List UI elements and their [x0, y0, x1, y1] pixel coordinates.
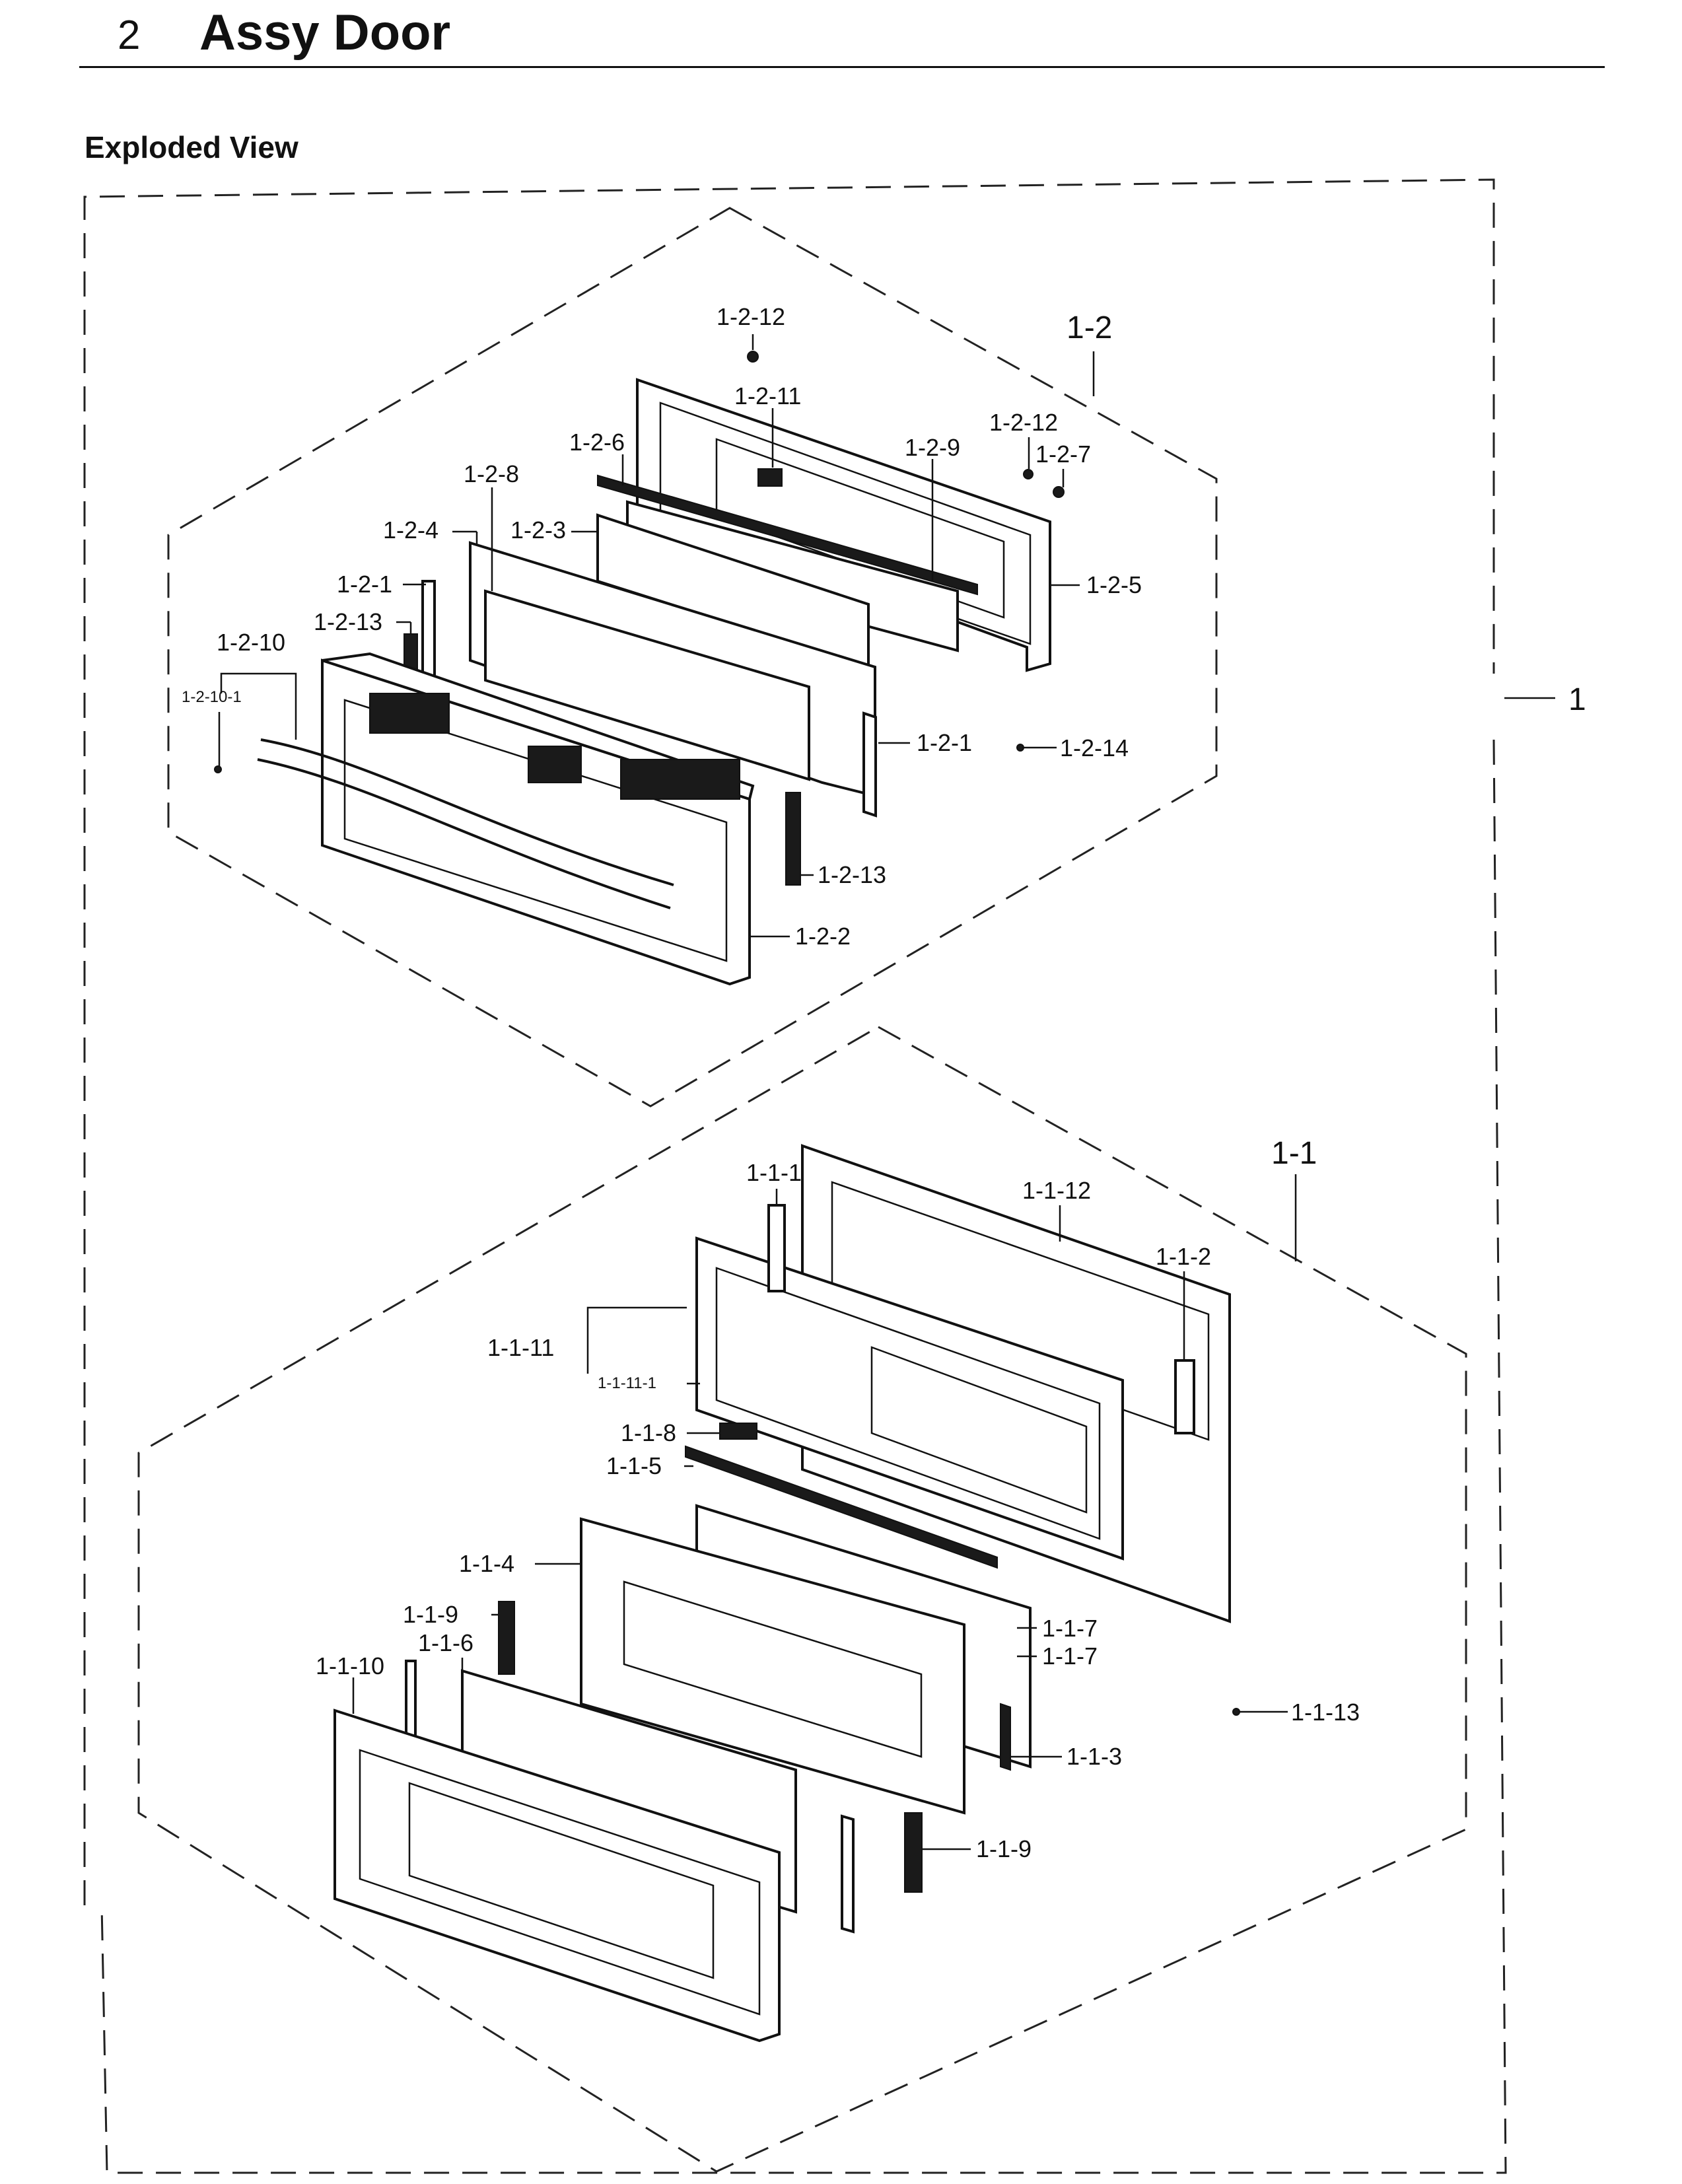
assembly-label-1-1: 1-1 [1271, 1136, 1317, 1171]
seal-strip-1-1-5 [685, 1445, 998, 1569]
callout-1-2-2: 1-2-2 [795, 923, 851, 950]
screw-1-2-12-top [747, 351, 759, 363]
inner-panel-1-1-4 [580, 1517, 965, 1815]
callout-1-2-10: 1-2-10 [217, 629, 285, 656]
callout-1-2-9: 1-2-9 [905, 434, 960, 461]
callout-1-2-13-left: 1-2-13 [314, 608, 382, 635]
callout-1-1-10: 1-1-10 [316, 1652, 384, 1679]
front-door-1-1-10 [333, 1708, 781, 2043]
hinge-1-1-9-left [498, 1601, 515, 1675]
bracket-1-1-3 [1000, 1703, 1011, 1771]
callout-1-1-11-1: 1-1-11-1 [598, 1374, 656, 1392]
callout-1-2-5: 1-2-5 [1086, 571, 1142, 598]
callout-1-1-13: 1-1-13 [1291, 1699, 1360, 1726]
assembly-1-2-boundary [167, 207, 1218, 1108]
section-number: 2 [118, 13, 141, 58]
section-header: 2 Assy Door [79, 5, 1605, 68]
callout-1-2-7: 1-2-7 [1035, 440, 1091, 468]
callout-1-1-3: 1-1-3 [1067, 1743, 1122, 1770]
callout-1-1-2: 1-1-2 [1156, 1243, 1211, 1270]
hinge-1-2-13-right [785, 792, 801, 886]
hinge-1-1-2 [1174, 1359, 1195, 1434]
assembly-1-boundary [83, 178, 1495, 1905]
handle-1-2-10 [260, 738, 674, 886]
callout-1-1-11: 1-1-11 [487, 1334, 554, 1361]
assembly-1-boundary-lower [100, 739, 1507, 2174]
callout-1-2-6: 1-2-6 [569, 429, 625, 456]
side-bracket-right [841, 1814, 855, 1934]
callout-1-2-11: 1-2-11 [734, 382, 801, 409]
callout-1-2-3: 1-2-3 [510, 516, 566, 544]
callout-1-2-12-right: 1-2-12 [989, 409, 1058, 436]
callout-1-2-14: 1-2-14 [1060, 734, 1129, 761]
callout-1-1-4: 1-1-4 [459, 1550, 514, 1577]
hinge-1-1-9-right [904, 1812, 923, 1893]
screw-1-2-10-1 [214, 765, 222, 773]
callout-labels: 1 1-2 1-1 1-2-12 1-2-11 1-2-6 1-2-9 1-2-… [182, 303, 1586, 1862]
callout-1-1-7-b: 1-1-7 [1042, 1642, 1098, 1670]
screw-1-2-12-right [1023, 469, 1034, 479]
section-title: Assy Door [199, 5, 451, 61]
exploded-view-title: Exploded View [85, 130, 298, 164]
callout-1-1-5: 1-1-5 [606, 1452, 662, 1479]
front-door-1-2-2 [321, 652, 755, 986]
callout-1-2-4: 1-2-4 [383, 516, 438, 544]
callout-1-2-1-left: 1-2-1 [337, 571, 392, 598]
callout-1-1-9-left: 1-1-9 [403, 1601, 458, 1628]
callout-1-1-7-a: 1-1-7 [1042, 1615, 1098, 1642]
assembly-label-1: 1 [1568, 682, 1586, 717]
callout-1-2-10-1: 1-2-10-1 [182, 688, 242, 706]
callout-1-2-8: 1-2-8 [464, 460, 519, 487]
inner-frame-1-1-11 [695, 1236, 1124, 1561]
callout-1-1-1: 1-1-1 [746, 1159, 802, 1186]
callout-1-1-6: 1-1-6 [418, 1629, 473, 1656]
callout-1-2-1-right: 1-2-1 [917, 729, 972, 756]
side-bracket-1-2-1-right [862, 711, 877, 818]
glass-1-2-8 [484, 589, 810, 781]
assembly-label-1-2: 1-2 [1067, 310, 1112, 345]
hinge-1-1-1 [767, 1204, 786, 1292]
part-1-1-8 [719, 1423, 757, 1440]
callout-1-1-8: 1-1-8 [621, 1419, 676, 1446]
screw-1-2-7 [1053, 486, 1065, 498]
callout-1-1-9-right: 1-1-9 [976, 1835, 1032, 1862]
callout-1-2-12-top: 1-2-12 [717, 303, 785, 330]
screw-1-1-13 [1232, 1708, 1240, 1716]
seal-strip-1-2-6 [597, 474, 978, 596]
assembly-1-1-boundary [137, 1026, 1467, 2173]
callout-1-2-13-right: 1-2-13 [818, 861, 886, 888]
leader-lines [218, 334, 1555, 1850]
callout-1-1-12: 1-1-12 [1022, 1177, 1091, 1204]
